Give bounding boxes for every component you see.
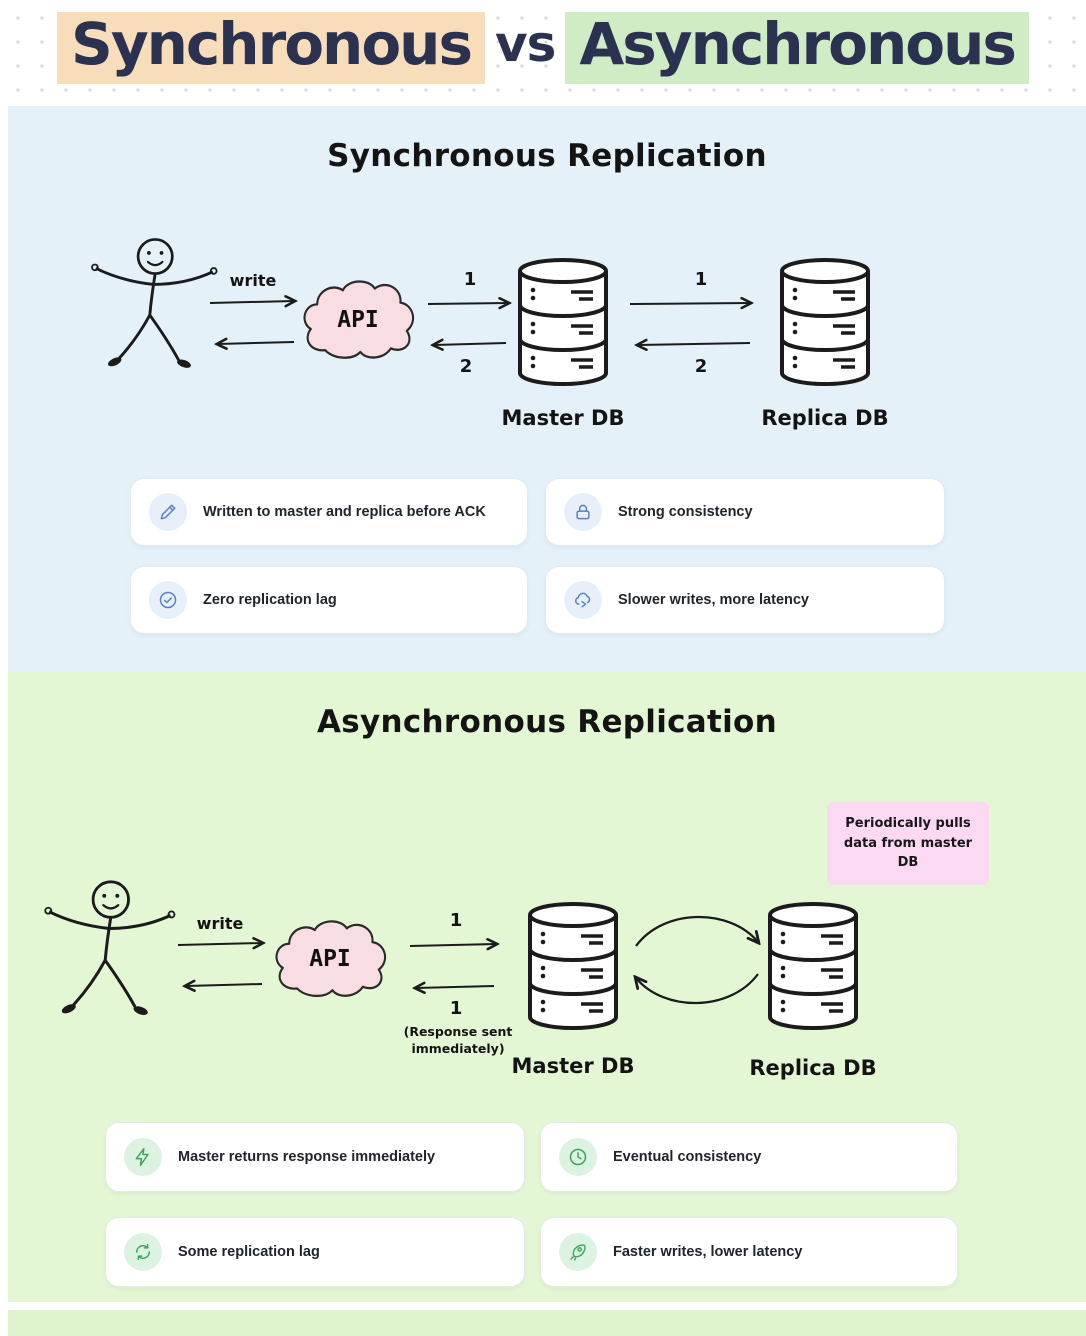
replica-pull-note: Periodically pulls data from master DB — [827, 802, 989, 885]
replica-db-label: Replica DB — [761, 406, 889, 430]
async-card-immediate-response: Master returns response immediately — [105, 1122, 525, 1192]
response-note: (Response sent immediately) — [403, 1024, 513, 1056]
api-to-user-arrow — [178, 978, 263, 992]
pencil-icon — [149, 493, 187, 531]
async-card-some-lag: Some replication lag — [105, 1217, 525, 1287]
async-section-title: Asynchronous Replication — [316, 704, 778, 740]
master-db-icon — [513, 256, 613, 388]
clock-icon — [559, 1138, 597, 1176]
card-text: Eventual consistency — [613, 1149, 762, 1165]
async-card-eventual-consistency: Eventual consistency — [540, 1122, 958, 1192]
master-to-replica-arrow — [629, 297, 758, 311]
write-label: write — [229, 271, 277, 290]
api-cloud: API — [270, 918, 390, 1004]
api-to-user-arrow — [210, 336, 295, 350]
sync-card-written-before-ack: Written to master and replica before ACK — [130, 478, 528, 546]
sync-loop-icon — [124, 1233, 162, 1271]
step-1-label: 1 — [463, 269, 477, 290]
replication-cycle-arrows — [626, 915, 768, 1005]
sync-card-strong-consistency: Strong consistency — [545, 478, 945, 546]
card-text: Master returns response immediately — [178, 1149, 436, 1165]
user-stick-figure — [85, 232, 220, 390]
sync-card-zero-lag: Zero replication lag — [130, 566, 528, 634]
page-header: Synchronous vs Asynchronous — [0, 0, 1086, 96]
title-vs: vs — [495, 14, 556, 73]
lightning-icon — [124, 1138, 162, 1176]
replica-db-icon — [763, 900, 863, 1032]
replica-db-icon — [775, 256, 875, 388]
api-label: API — [337, 307, 379, 333]
footer-accent-bar — [8, 1310, 1086, 1336]
user-to-api-arrow — [209, 295, 302, 309]
lock-icon — [564, 493, 602, 531]
replica-to-master-arrow — [630, 337, 751, 351]
master-to-api-arrow — [408, 980, 495, 994]
title-asynchronous: Asynchronous — [565, 11, 1029, 85]
step-1-return-label: 1 — [449, 998, 463, 1019]
sync-card-slower-writes: Slower writes, more latency — [545, 566, 945, 634]
async-card-faster-writes: Faster writes, lower latency — [540, 1217, 958, 1287]
step-1b-label: 1 — [694, 269, 708, 290]
api-to-master-arrow — [409, 938, 504, 952]
card-text: Zero replication lag — [203, 592, 337, 608]
api-label: API — [309, 946, 351, 972]
step-2-label: 2 — [459, 356, 473, 377]
asynchronous-section: Asynchronous Replication Periodically pu… — [8, 672, 1086, 1302]
api-cloud: API — [298, 278, 418, 366]
user-stick-figure — [38, 874, 178, 1038]
card-text: Some replication lag — [178, 1244, 320, 1260]
step-1-label: 1 — [449, 910, 463, 931]
cloud-send-icon — [564, 581, 602, 619]
card-text: Slower writes, more latency — [618, 592, 809, 608]
user-to-api-arrow — [177, 937, 270, 951]
master-db-label: Master DB — [501, 406, 625, 430]
page-title: Synchronous vs Asynchronous — [57, 11, 1029, 85]
write-label: write — [196, 914, 244, 933]
rocket-icon — [559, 1233, 597, 1271]
card-text: Strong consistency — [618, 504, 753, 520]
title-synchronous: Synchronous — [57, 11, 485, 85]
card-text: Written to master and replica before ACK — [203, 504, 486, 520]
master-db-icon — [523, 900, 623, 1032]
replica-db-label: Replica DB — [749, 1056, 877, 1080]
api-to-master-arrow — [427, 297, 516, 311]
card-text: Faster writes, lower latency — [613, 1244, 803, 1260]
check-circle-icon — [149, 581, 187, 619]
step-2b-label: 2 — [694, 356, 708, 377]
master-db-label: Master DB — [511, 1054, 635, 1078]
master-to-api-arrow — [426, 337, 507, 351]
synchronous-section: Synchronous Replication write API 1 2 Ma… — [8, 106, 1086, 672]
sync-section-title: Synchronous Replication — [327, 138, 767, 174]
